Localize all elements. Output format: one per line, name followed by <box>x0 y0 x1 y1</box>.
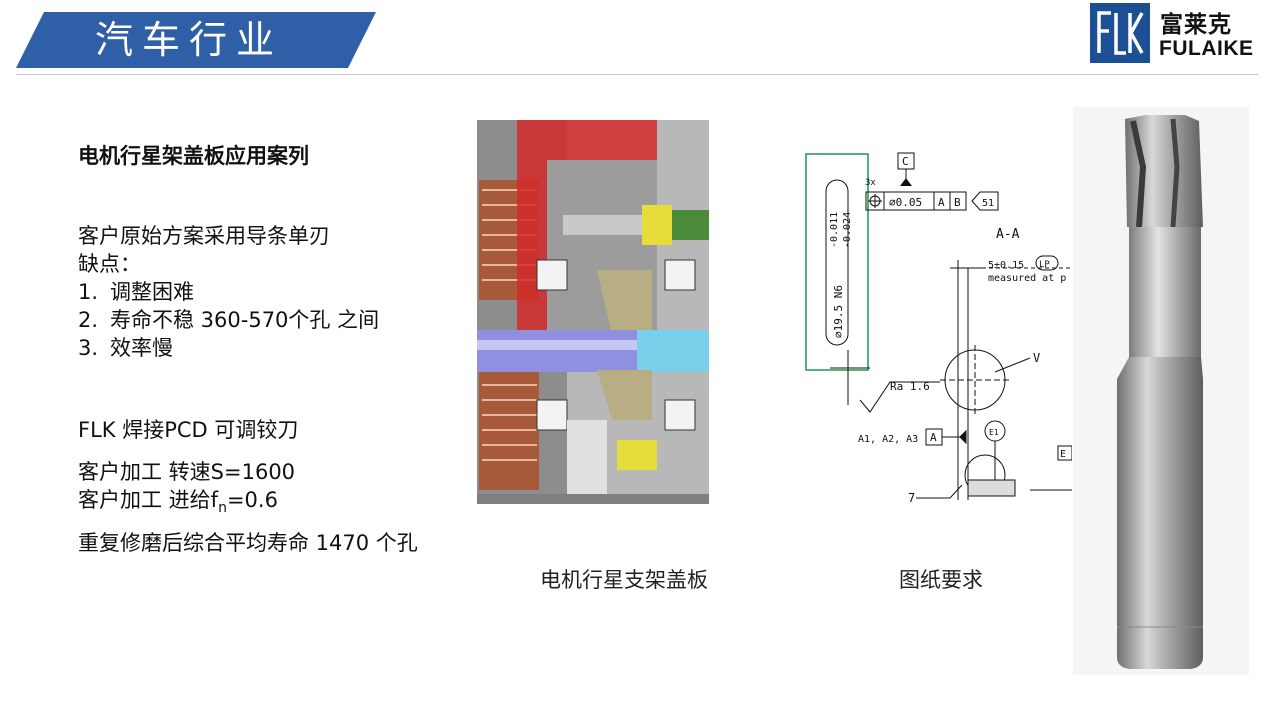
drawback-text: 效率慢 <box>110 336 173 360</box>
drawback-text: 调整困难 <box>110 280 194 304</box>
feed-suffix: =0.6 <box>226 488 278 512</box>
lifetime-text: 重复修磨后综合平均寿命 1470 个孔 <box>78 531 418 555</box>
callout-seven: 7 <box>908 491 915 505</box>
feed-rate-text: 客户加工 进给fn=0.6 <box>78 486 278 522</box>
drawback-item: 1. 调整困难 <box>78 278 194 306</box>
spindle-speed-text: 客户加工 转速S=1600 <box>78 460 296 484</box>
lower-tolerance: -0.024 <box>842 212 853 248</box>
original-plan: 客户原始方案采用导条单刃 <box>78 224 330 248</box>
diameter-dimension: ⌀19.5 N6 <box>832 285 845 338</box>
cad-caption: 电机行星支架盖板 <box>540 568 708 592</box>
position-tolerance-label: ⌀0.05 <box>889 196 922 209</box>
company-logo: 富莱克 FULAIKE <box>1090 3 1260 65</box>
drawing-caption: 图纸要求 <box>899 568 983 592</box>
cad-cross-section-image <box>477 120 709 504</box>
technical-drawing: C 3x ⌀0.05 A B 51 A-A 5±0.15 LP measured… <box>790 150 1073 510</box>
datum-list: A1, A2, A3 <box>858 434 918 445</box>
upper-tolerance: -0.011 <box>829 212 840 248</box>
datum-a-box: A <box>930 431 937 444</box>
e1-label: E1 <box>989 428 999 437</box>
feed-prefix: 客户加工 进给f <box>78 488 219 512</box>
tag-label: 51 <box>982 198 994 209</box>
drawback-item: 3. 效率慢 <box>78 334 173 362</box>
case-title: 电机行星架盖板应用案列 <box>78 144 309 168</box>
drawback-text: 寿命不稳 360-570个孔 之间 <box>110 308 380 332</box>
drawback-number: 2. <box>78 308 99 332</box>
page-title: 汽车行业 <box>95 18 284 62</box>
reamer-tool-photo <box>1073 107 1249 675</box>
drawbacks-label: 缺点： <box>78 252 141 276</box>
drawback-number: 3. <box>78 336 99 360</box>
flk-logo-mark <box>1090 3 1150 63</box>
e-box-label: E <box>1060 449 1066 460</box>
drawback-number: 1. <box>78 280 99 304</box>
header-divider <box>16 74 1258 75</box>
logo-chinese-name: 富莱克 <box>1160 12 1232 38</box>
count-label: 3x <box>865 178 876 188</box>
datum-b-ref: B <box>954 196 961 209</box>
roughness-label: Ra 1.6 <box>890 380 930 393</box>
drawback-item: 2. 寿命不稳 360-570个孔 之间 <box>78 306 379 334</box>
depth-dimension: 5±0.15 <box>988 260 1024 271</box>
logo-english-name: FULAIKE <box>1159 37 1254 60</box>
section-label: A-A <box>996 227 1020 242</box>
solution-text: FLK 焊接PCD 可调铰刀 <box>78 418 299 442</box>
header-banner <box>16 12 376 68</box>
measured-note: measured at p <box>988 273 1066 284</box>
lp-label: LP <box>1039 260 1050 270</box>
datum-c-label: C <box>902 155 909 168</box>
v-label: V <box>1033 351 1040 365</box>
feed-subscript: n <box>218 500 227 517</box>
datum-a-ref: A <box>938 196 945 209</box>
